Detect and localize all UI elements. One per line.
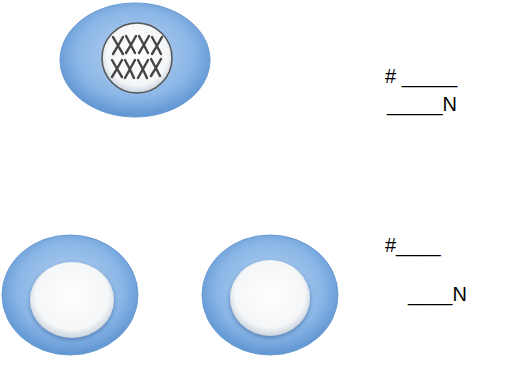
nucleus bbox=[102, 23, 172, 93]
nucleus bbox=[30, 262, 114, 338]
daughter-cell bbox=[202, 235, 338, 355]
blank-label: _____N bbox=[387, 92, 457, 116]
nucleus bbox=[230, 260, 310, 336]
chromosomes bbox=[112, 36, 162, 78]
blank-label: #____ bbox=[385, 233, 441, 257]
blank-label: ____N bbox=[408, 282, 467, 306]
parent-cell bbox=[60, 3, 210, 117]
daughter-cell bbox=[2, 235, 138, 355]
blank-label: # _____ bbox=[385, 64, 457, 88]
